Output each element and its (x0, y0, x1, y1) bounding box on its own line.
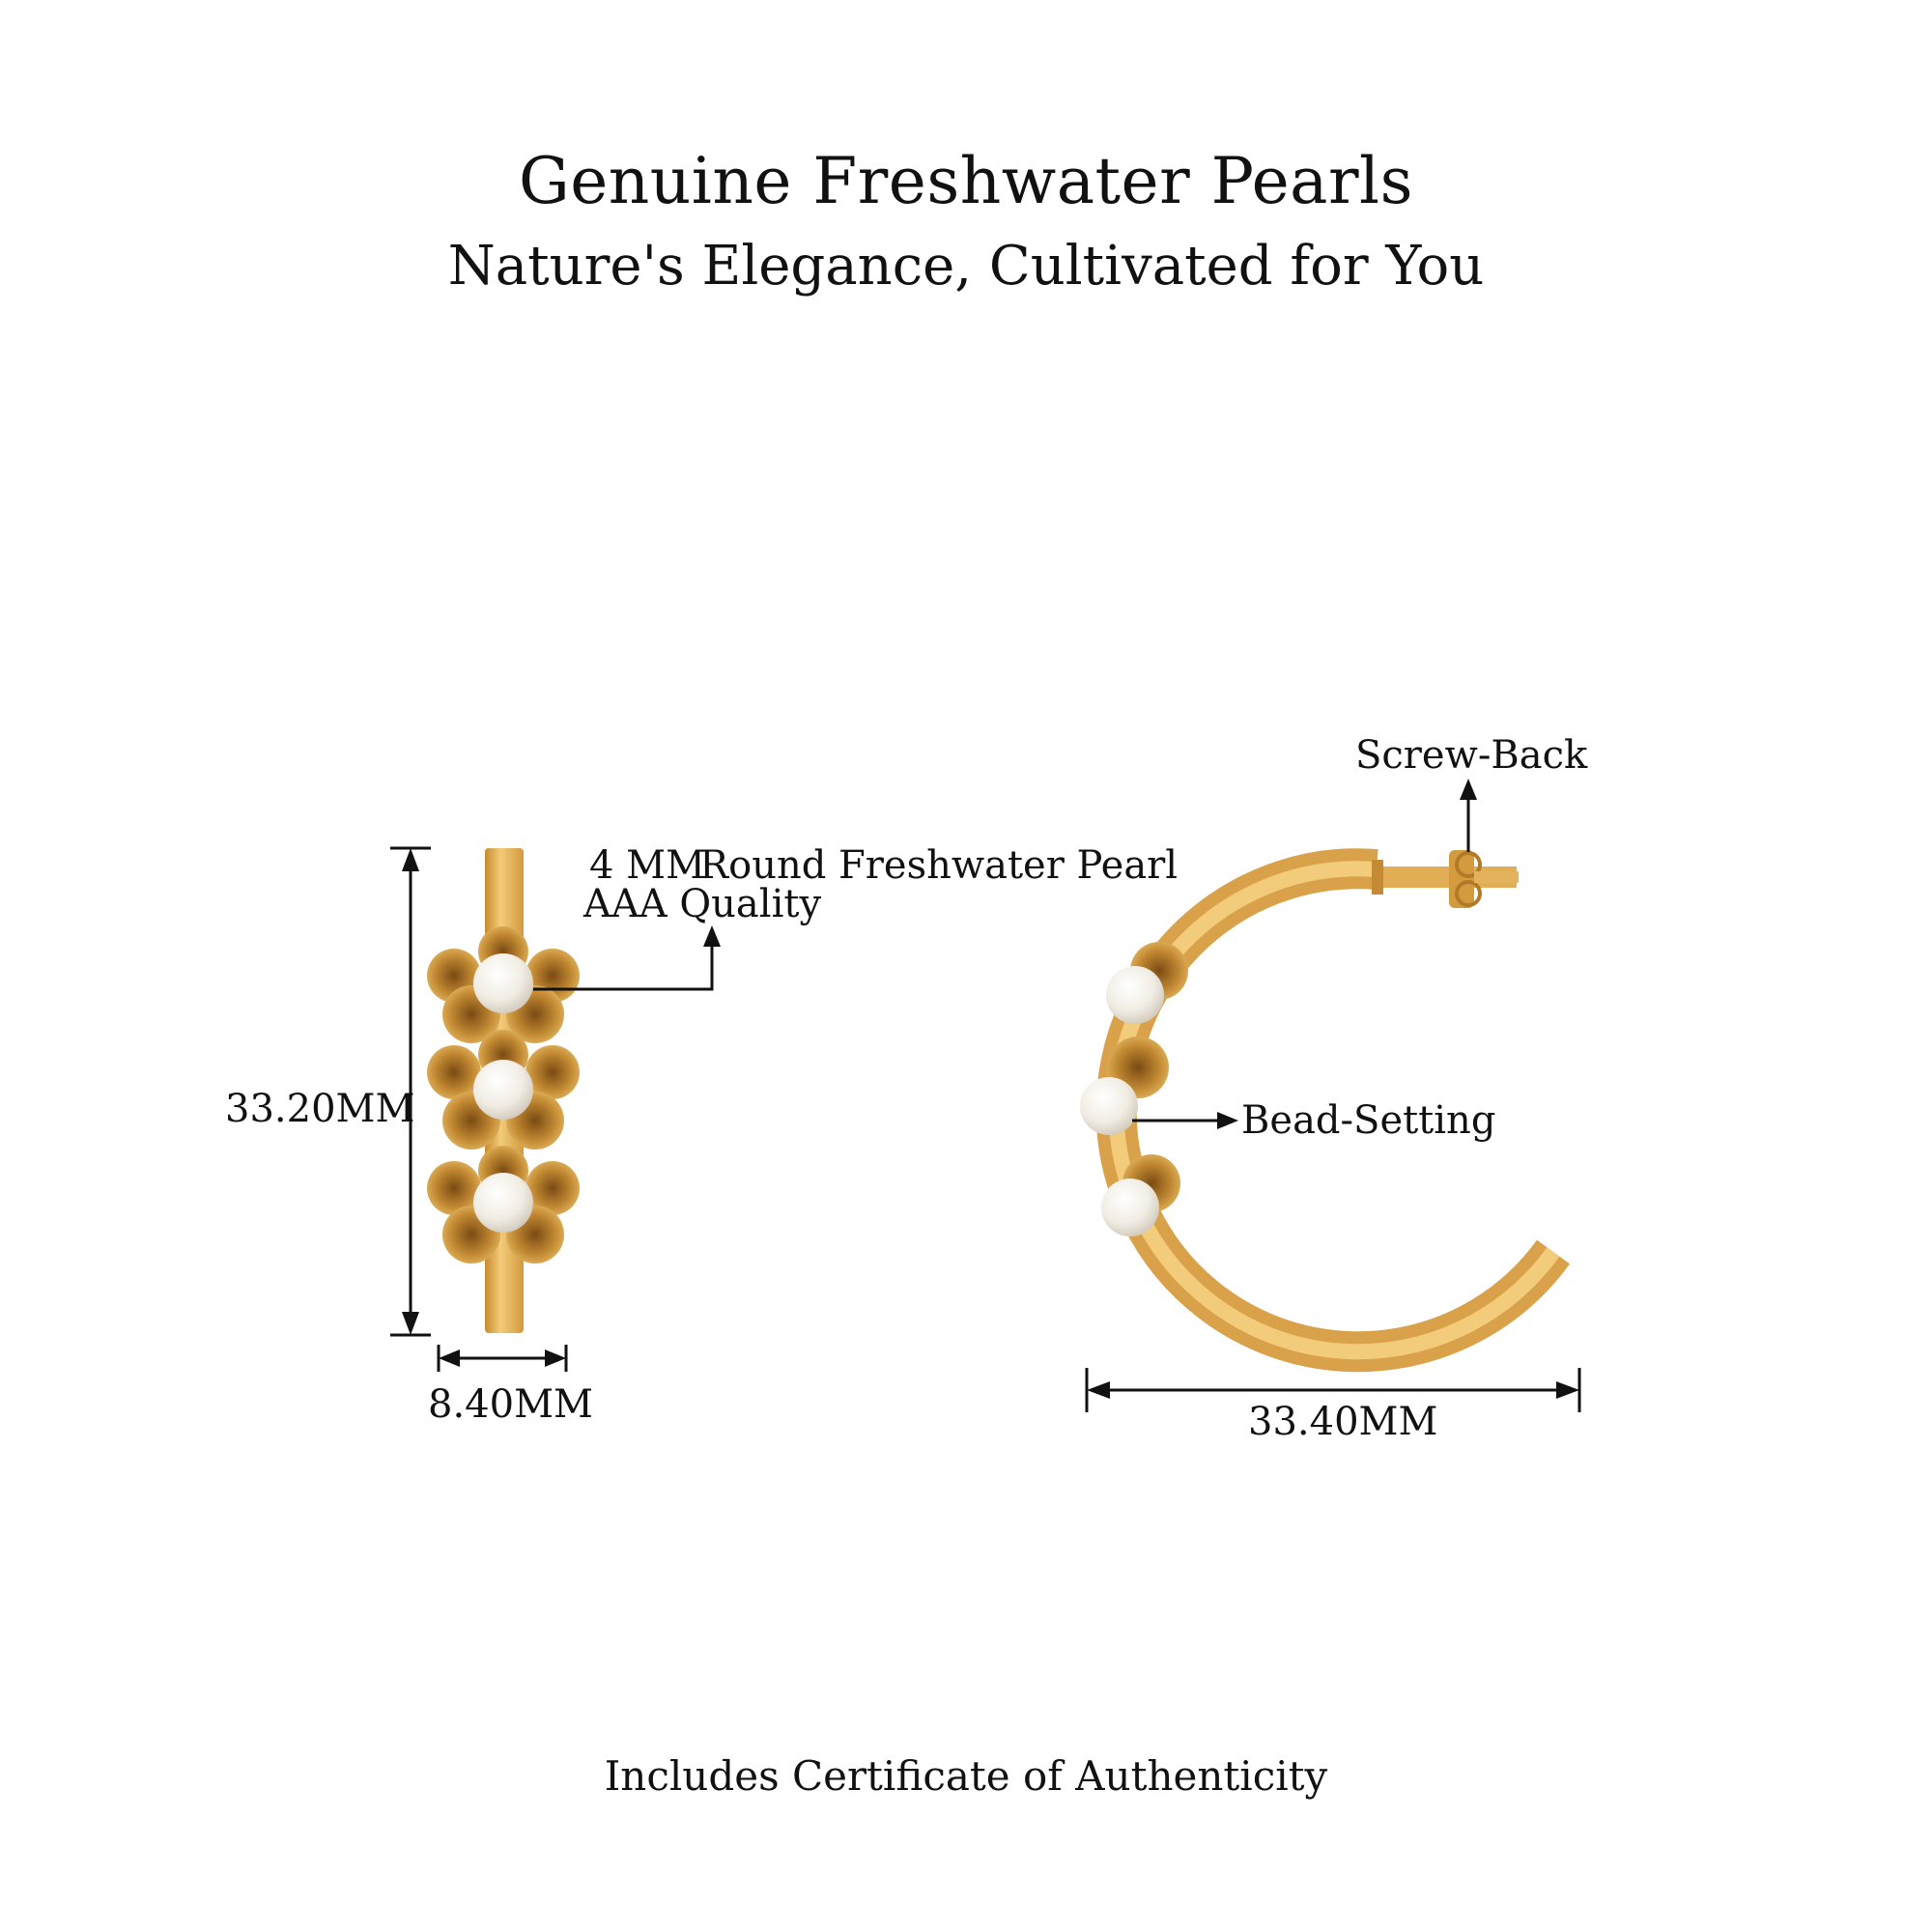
front-view-earring (1080, 848, 1570, 1373)
screw-back-leader (1460, 779, 1477, 852)
height-label: 33.20MM (225, 1087, 415, 1131)
pearl-bottom (473, 1173, 533, 1233)
front-flowers (1080, 942, 1188, 1236)
flower-bottom (427, 1146, 580, 1264)
certificate-note: Includes Certificate of Authenticity (604, 1752, 1328, 1800)
flower-top (427, 926, 580, 1043)
diameter-dimension (1085, 1368, 1581, 1412)
page-subtitle: Nature's Elegance, Cultivated for You (447, 235, 1485, 298)
pearl-top (473, 953, 533, 1013)
width-dimension (437, 1345, 568, 1372)
pearl-middle (473, 1060, 533, 1120)
pearl-quality-label: AAA Quality (583, 882, 822, 926)
page-title: Genuine Freshwater Pearls (518, 144, 1414, 218)
width-label: 8.40MM (428, 1382, 593, 1427)
bead-setting-label: Bead-Setting (1241, 1098, 1496, 1143)
pearl-size-label: 4 MM (589, 843, 706, 888)
height-dimension (390, 846, 431, 1337)
diameter-label: 33.40MM (1248, 1400, 1438, 1444)
flower-middle (427, 1030, 580, 1150)
pearl-callout-leader (533, 925, 721, 991)
screw-back-label: Screw-Back (1355, 733, 1588, 778)
side-view-earring (427, 848, 580, 1333)
pearl-desc-label: Round Freshwater Pearl (699, 843, 1179, 888)
bead-setting-leader (1132, 1112, 1238, 1129)
screw-back (1449, 850, 1519, 908)
